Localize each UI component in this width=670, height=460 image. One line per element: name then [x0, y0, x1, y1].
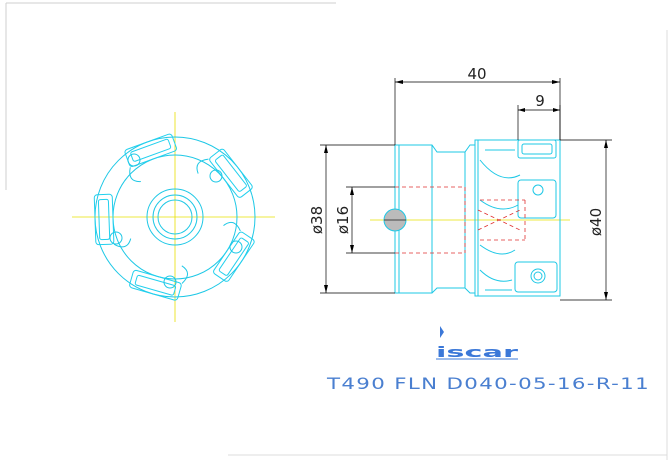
side-view — [370, 139, 570, 297]
brand-logo-text: iscar — [436, 345, 518, 361]
front-view-insert-4 — [129, 265, 189, 301]
side-view-insert-mid — [517, 179, 557, 219]
side-view-insert-bottom — [514, 261, 558, 293]
front-view-screw-1 — [209, 169, 223, 183]
front-view-bore-outer — [146, 188, 204, 246]
front-view-screw-2 — [229, 240, 243, 254]
dimensions: 40 9 ø38 ø16 ø40 — [308, 65, 612, 301]
dim-overall-length: 40 — [467, 65, 486, 83]
front-view-insert-2 — [196, 148, 253, 198]
dim-insert-width: 9 — [535, 92, 545, 110]
side-view-screw-mid — [532, 184, 544, 196]
side-view-screw-bottom — [530, 268, 546, 284]
front-view-bore-inner — [157, 199, 193, 235]
front-view-insert-3 — [213, 221, 255, 282]
front-view-insert-1 — [124, 133, 177, 183]
iscar-logo: iscar — [436, 326, 518, 361]
front-view — [72, 112, 275, 322]
dim-diameter-16: ø16 — [334, 206, 352, 234]
front-view-insert-5 — [93, 193, 132, 248]
dim-diameter-40: ø40 — [587, 208, 605, 236]
front-view-screw-4 — [109, 231, 123, 245]
front-view-screw-5 — [127, 153, 141, 167]
front-view-screw-3 — [163, 275, 177, 289]
dim-diameter-38: ø38 — [308, 206, 326, 234]
side-view-insert-top — [517, 139, 557, 159]
front-view-bore-mid — [152, 194, 198, 240]
part-number: T490 FLN D040-05-16-R-11 — [326, 374, 650, 393]
side-view-body — [394, 139, 561, 297]
